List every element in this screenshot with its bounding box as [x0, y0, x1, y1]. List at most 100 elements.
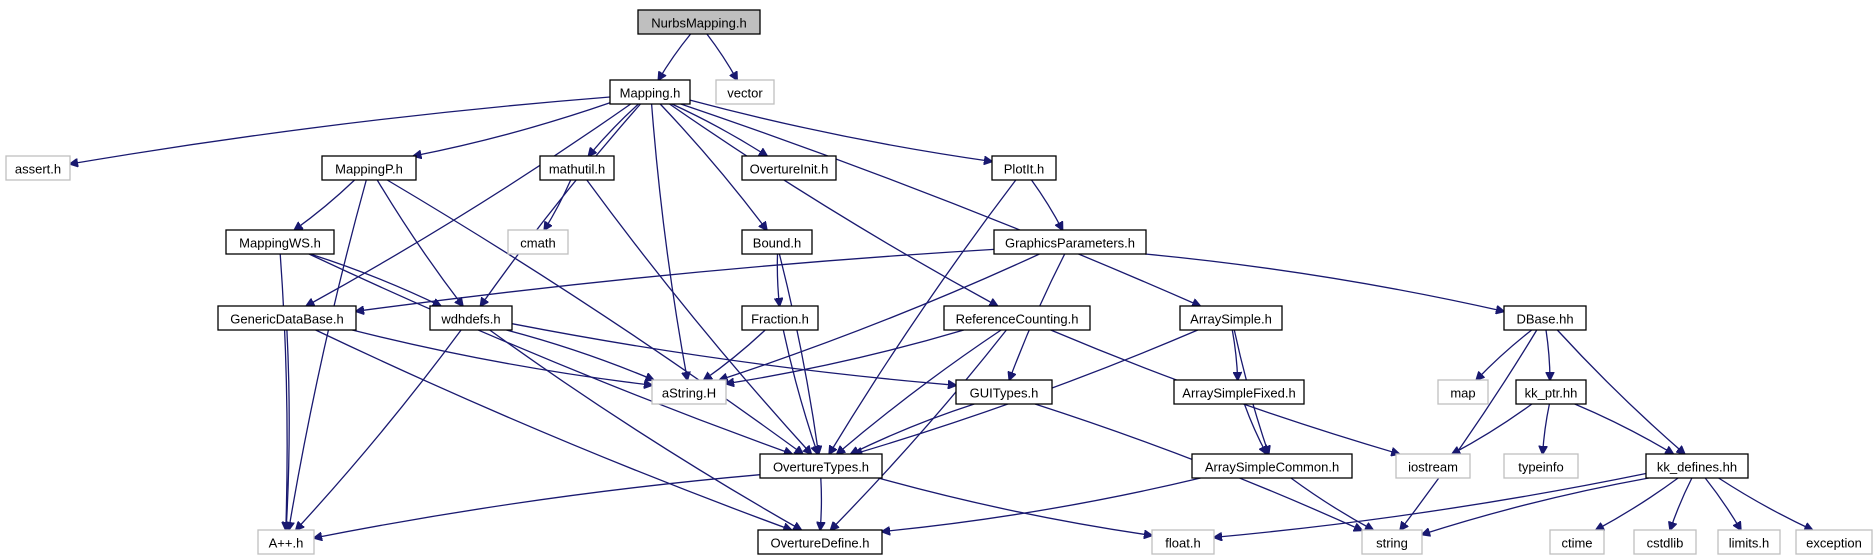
- edge-overturetypes-to-app: [314, 474, 761, 538]
- edge-bound-to-overturetypes: [778, 253, 818, 454]
- node-box-mappingws: [225, 229, 335, 255]
- node-box-exception: [1795, 529, 1873, 555]
- node-label-refcounting: ReferenceCounting.h: [956, 312, 1079, 327]
- node-label-floath: float.h: [1165, 536, 1200, 551]
- node-arraysimplefixed[interactable]: ArraySimpleFixed.h: [1173, 379, 1305, 405]
- node-label-limits: limits.h: [1729, 536, 1769, 551]
- edge-mapping-to-mathutil: [589, 103, 639, 156]
- node-overturetypes[interactable]: OvertureTypes.h: [759, 453, 883, 479]
- edge-arraysimplecommon-to-overturedefine: [882, 477, 1201, 532]
- node-label-kkptr: kk_ptr.hh: [1525, 386, 1578, 401]
- edge-overturetypes-to-overturedefine: [820, 477, 821, 530]
- edge-kkdefines-to-cstdlib: [1670, 477, 1693, 530]
- edge-kkdefines-to-exception: [1718, 477, 1813, 530]
- edge-arraysimple-to-arraysimplefixed: [1231, 329, 1237, 380]
- node-label-exception: exception: [1806, 536, 1862, 551]
- node-label-bound: Bound.h: [753, 236, 801, 251]
- edge-mathutil-to-cmath: [544, 179, 572, 230]
- node-bound[interactable]: Bound.h: [741, 229, 813, 255]
- node-overturedefine[interactable]: OvertureDefine.h: [757, 529, 883, 555]
- edge-wdhdefs-to-app: [296, 329, 462, 530]
- node-refcounting[interactable]: ReferenceCounting.h: [943, 305, 1091, 331]
- node-box-wdhdefs: [429, 305, 513, 331]
- edge-mappingws-to-overturetypes: [308, 253, 792, 454]
- node-dbase[interactable]: DBase.hh: [1503, 305, 1587, 331]
- node-box-map: [1437, 379, 1489, 405]
- node-box-vector: [715, 79, 775, 105]
- node-box-floath: [1151, 529, 1215, 555]
- node-box-overturedefine: [757, 529, 883, 555]
- node-box-assert: [5, 155, 71, 181]
- node-box-nurbs: [637, 9, 761, 35]
- node-label-iostream: iostream: [1408, 460, 1458, 475]
- node-graphicsparams[interactable]: GraphicsParameters.h: [993, 229, 1147, 255]
- edge-mappingp-to-mappingws: [294, 179, 356, 230]
- edge-refcounting-to-overturetypes: [837, 329, 1002, 454]
- node-arraysimplecommon[interactable]: ArraySimpleCommon.h: [1191, 453, 1353, 479]
- edge-graphicsparams-to-dbase: [1144, 253, 1504, 311]
- node-astring: aString.H: [651, 379, 727, 405]
- edge-mapping-to-bound: [659, 103, 767, 230]
- node-mathutil[interactable]: mathutil.h: [539, 155, 615, 181]
- edge-arraysimplecommon-to-string: [1290, 477, 1373, 530]
- node-mappingws[interactable]: MappingWS.h: [225, 229, 335, 255]
- edge-mappingws-to-wdhdefs: [310, 253, 441, 306]
- edge-mapping-to-overtureinit: [671, 103, 767, 156]
- node-label-genericdb: GenericDataBase.h: [230, 312, 343, 327]
- node-plotit[interactable]: PlotIt.h: [991, 155, 1057, 181]
- node-label-assert: assert.h: [15, 162, 61, 177]
- edge-refcounting-to-overturedefine: [831, 329, 1007, 530]
- node-genericdb[interactable]: GenericDataBase.h: [217, 305, 357, 331]
- edge-kkdefines-to-string: [1422, 477, 1649, 535]
- node-label-astring: aString.H: [662, 386, 716, 401]
- node-box-overtureinit: [741, 155, 837, 181]
- node-kkptr[interactable]: kk_ptr.hh: [1515, 379, 1587, 405]
- node-arraysimple[interactable]: ArraySimple.h: [1179, 305, 1283, 331]
- node-box-arraysimplefixed: [1173, 379, 1305, 405]
- node-iostream: iostream: [1395, 453, 1471, 479]
- node-label-vector: vector: [727, 86, 763, 101]
- node-box-mappingp: [321, 155, 417, 181]
- dependency-edges: [70, 33, 1813, 538]
- node-fraction[interactable]: Fraction.h: [741, 305, 819, 331]
- edge-mapping-to-plotit: [689, 99, 992, 161]
- node-label-ctime: ctime: [1561, 536, 1592, 551]
- edge-kkdefines-to-floath: [1214, 472, 1647, 538]
- node-cstdlib: cstdlib: [1633, 529, 1697, 555]
- node-box-guitypes: [955, 379, 1053, 405]
- node-label-cstdlib: cstdlib: [1647, 536, 1684, 551]
- node-box-string: [1361, 529, 1423, 555]
- edge-graphicsparams-to-genericdb: [356, 248, 995, 311]
- node-box-plotit: [991, 155, 1057, 181]
- node-box-kkptr: [1515, 379, 1587, 405]
- edge-mathutil-to-overturetypes: [586, 179, 811, 454]
- node-nurbs[interactable]: NurbsMapping.h: [637, 9, 761, 35]
- node-box-dbase: [1503, 305, 1587, 331]
- node-vector: vector: [715, 79, 775, 105]
- node-box-cstdlib: [1633, 529, 1697, 555]
- edge-mapping-to-refcounting: [669, 103, 998, 306]
- node-wdhdefs[interactable]: wdhdefs.h: [429, 305, 513, 331]
- edge-mapping-to-astring: [650, 103, 688, 380]
- edge-dbase-to-map: [1476, 329, 1533, 380]
- node-overtureinit[interactable]: OvertureInit.h: [741, 155, 837, 181]
- node-label-cmath: cmath: [520, 236, 555, 251]
- node-kkdefines[interactable]: kk_defines.hh: [1645, 453, 1749, 479]
- edge-plotit-to-graphicsparams: [1030, 179, 1063, 230]
- edge-kkdefines-to-limits: [1704, 477, 1741, 530]
- node-box-mapping: [609, 79, 691, 105]
- edge-fraction-to-overturetypes: [782, 329, 817, 454]
- node-box-fraction: [741, 305, 819, 331]
- edge-mappingws-to-app: [279, 253, 287, 530]
- node-floath: float.h: [1151, 529, 1215, 555]
- node-box-overturetypes: [759, 453, 883, 479]
- node-label-mappingp: MappingP.h: [335, 162, 403, 177]
- node-mapping[interactable]: Mapping.h: [609, 79, 691, 105]
- node-box-cmath: [507, 229, 569, 255]
- node-label-mathutil: mathutil.h: [549, 162, 605, 177]
- node-mappingp[interactable]: MappingP.h: [321, 155, 417, 181]
- edge-guitypes-to-overturetypes: [851, 403, 975, 454]
- edge-plotit-to-overturetypes: [829, 179, 1017, 454]
- node-guitypes[interactable]: GUITypes.h: [955, 379, 1053, 405]
- edge-arraysimplefixed-to-arraysimplecommon: [1243, 403, 1266, 454]
